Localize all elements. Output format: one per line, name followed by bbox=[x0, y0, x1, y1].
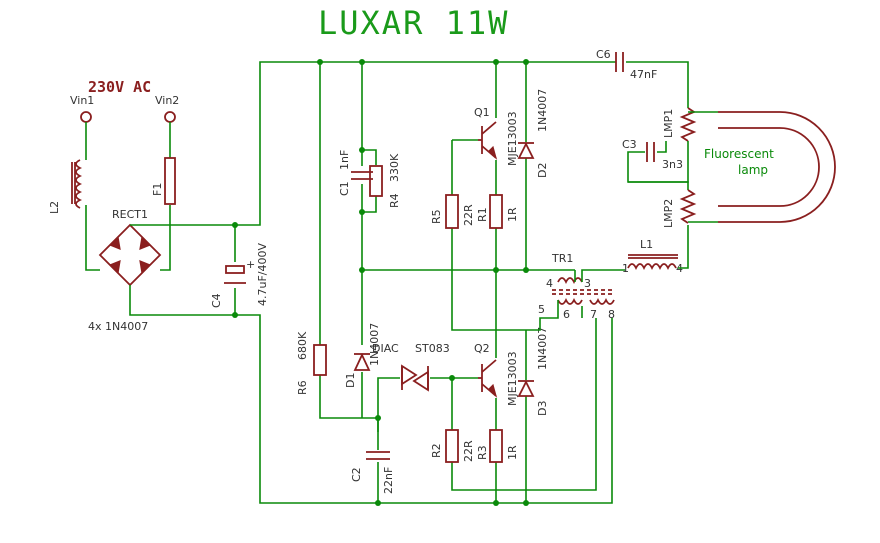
resistor-r3: R3 1R bbox=[476, 429, 519, 463]
diac-value: ST083 bbox=[415, 342, 450, 355]
lmp1-label: LMP1 bbox=[662, 109, 675, 138]
tr1-pin3: 3 bbox=[584, 277, 591, 290]
rect1-label: RECT1 bbox=[112, 208, 148, 221]
c6-label: C6 bbox=[596, 48, 611, 61]
d2-label: D2 bbox=[536, 163, 549, 178]
inductor-l1: L1 1 4 bbox=[622, 238, 683, 275]
c2-label: C2 bbox=[350, 467, 363, 482]
c1-label: C1 bbox=[338, 181, 351, 196]
tr1-pin6: 6 bbox=[563, 308, 570, 321]
r5-label: R5 bbox=[430, 209, 443, 224]
diode-d1: D1 1N4007 bbox=[344, 323, 381, 388]
capacitor-c1: C1 1nF bbox=[338, 150, 373, 196]
c3-label: C3 bbox=[622, 138, 637, 151]
tr1-label: TR1 bbox=[551, 252, 573, 265]
c6-value: 47nF bbox=[630, 68, 657, 81]
input-terminals: Vin1 Vin2 bbox=[70, 94, 179, 123]
transistor-q2: Q2 MJE13003 bbox=[474, 342, 519, 406]
r3-label: R3 bbox=[476, 445, 489, 460]
q2-value: MJE13003 bbox=[506, 351, 519, 406]
resistor-r5: R5 22R bbox=[430, 194, 475, 229]
diode-d2: D2 1N4007 bbox=[517, 89, 549, 178]
resistor-r1: R1 1R bbox=[476, 194, 519, 229]
q1-value: MJE13003 bbox=[506, 111, 519, 166]
r2-value: 22R bbox=[462, 440, 475, 462]
supply-label: 230V AC bbox=[88, 78, 151, 96]
r1-label: R1 bbox=[476, 207, 489, 222]
tr1-pin5: 5 bbox=[538, 303, 545, 316]
resistor-r4: R4 330K bbox=[369, 153, 401, 208]
diac: DIAC ST083 bbox=[372, 342, 450, 392]
vin1-label: Vin1 bbox=[70, 94, 94, 107]
schematic-title: LUXAR 11W bbox=[318, 4, 509, 42]
r2-label: R2 bbox=[430, 443, 443, 458]
lamp-filament-lmp1: LMP1 bbox=[662, 107, 697, 142]
c3-value: 3n3 bbox=[662, 158, 683, 171]
r4-label: R4 bbox=[388, 193, 401, 208]
r6-label: R6 bbox=[296, 380, 309, 395]
resistor-r2: R2 22R bbox=[430, 429, 475, 463]
tr1-pin7: 7 bbox=[590, 308, 597, 321]
f1-label: F1 bbox=[151, 183, 164, 196]
tr1-pin8: 8 bbox=[608, 308, 615, 321]
d1-label: D1 bbox=[344, 373, 357, 388]
capacitor-c2: C2 22nF bbox=[350, 451, 395, 494]
c4-label: C4 bbox=[210, 293, 223, 308]
c2-value: 22nF bbox=[382, 467, 395, 494]
d2-value: 1N4007 bbox=[536, 89, 549, 132]
c1-value: 1nF bbox=[338, 150, 351, 170]
lmp2-label: LMP2 bbox=[662, 199, 675, 228]
fluorescent-lamp: Fluorescent lamp bbox=[704, 111, 836, 223]
d3-label: D3 bbox=[536, 401, 549, 416]
diac-label: DIAC bbox=[372, 342, 399, 355]
r6-value: 680K bbox=[296, 331, 309, 360]
transistor-q1: Q1 MJE13003 bbox=[474, 106, 519, 166]
fuse-f1: F1 bbox=[151, 157, 176, 205]
resistor-r6: R6 680K bbox=[296, 331, 327, 395]
capacitor-c4: + C4 4.7uF/400V bbox=[210, 243, 269, 308]
rectifier-part-label: 4x 1N4007 bbox=[88, 320, 148, 333]
d1-value: 1N4007 bbox=[368, 323, 381, 366]
l1-label: L1 bbox=[640, 238, 653, 251]
c4-plus: + bbox=[246, 258, 255, 271]
lamp-label-line1: Fluorescent bbox=[704, 147, 774, 161]
lamp-filament-lmp2: LMP2 bbox=[662, 189, 697, 228]
r3-value: 1R bbox=[506, 445, 519, 460]
lamp-label-line2: lamp bbox=[738, 163, 768, 177]
transformer-tr1: TR1 4 5 6 7 8 3 bbox=[538, 252, 615, 321]
capacitor-c3: C3 3n3 bbox=[622, 138, 683, 171]
r1-value: 1R bbox=[506, 207, 519, 222]
d3-value: 1N4007 bbox=[536, 327, 549, 370]
vin2-label: Vin2 bbox=[155, 94, 179, 107]
l2-label: L2 bbox=[48, 201, 61, 214]
capacitor-c6: C6 47nF bbox=[596, 48, 657, 81]
c4-value: 4.7uF/400V bbox=[256, 243, 269, 306]
inductor-l2: L2 bbox=[48, 159, 83, 214]
q1-label: Q1 bbox=[474, 106, 490, 119]
tr1-pin4: 4 bbox=[546, 277, 553, 290]
l1-pin1: 1 bbox=[622, 262, 629, 275]
diode-d3: D3 1N4007 bbox=[517, 327, 549, 416]
q2-label: Q2 bbox=[474, 342, 490, 355]
r5-value: 22R bbox=[462, 204, 475, 226]
bridge-rectifier-rect1: RECT1 4x 1N4007 bbox=[88, 208, 162, 333]
r4-value: 330K bbox=[388, 153, 401, 182]
